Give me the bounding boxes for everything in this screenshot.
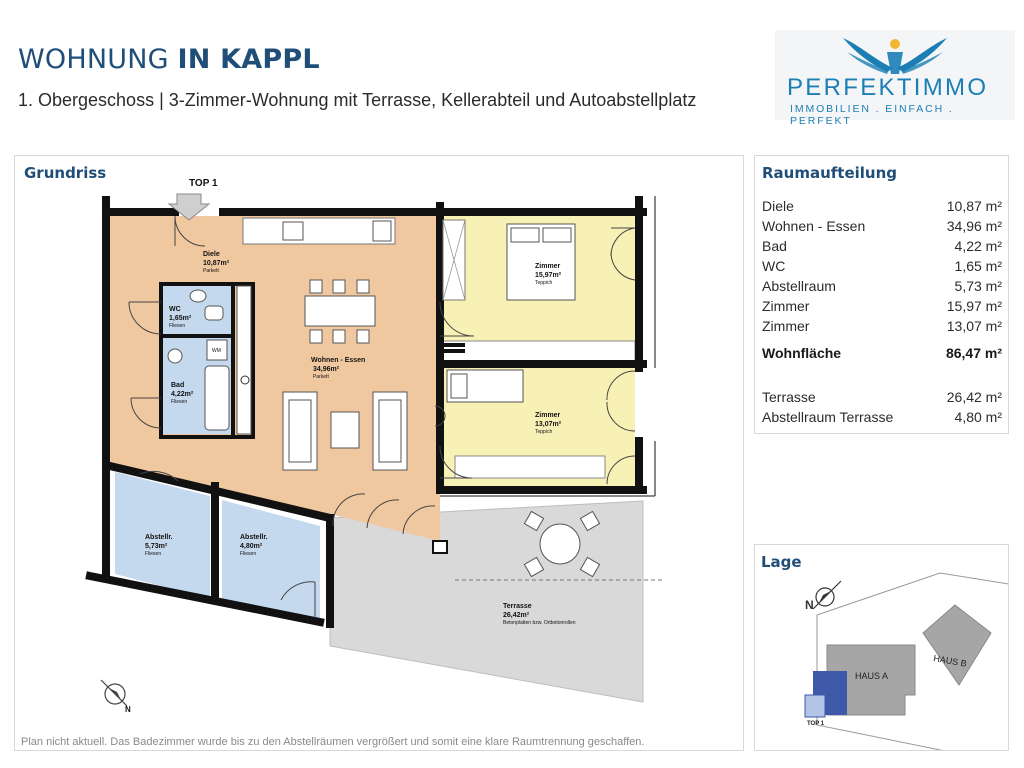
storage-2-floor: Fliesen xyxy=(240,551,256,557)
top1-label: TOP 1 xyxy=(807,721,825,727)
bath-area-label: 4,22m² xyxy=(171,391,194,398)
plan-footnote: Plan nicht aktuell. Das Badezimmer wurde… xyxy=(21,736,645,748)
storage-1-area xyxy=(115,472,210,599)
wc-label: WC xyxy=(169,306,181,313)
logo-name: PERFEKTIMMO xyxy=(787,74,989,101)
diele-label: Diele xyxy=(203,251,220,258)
location-compass-label: N xyxy=(805,598,814,612)
toilet-icon xyxy=(204,305,224,321)
bath-floor: Fliesen xyxy=(171,399,187,405)
terrace-floor: Betonplatten bzw. Ortbetonrollen xyxy=(503,620,576,626)
living-label: Wohnen - Essen xyxy=(311,357,365,364)
living-area-label: 34,96m² xyxy=(313,366,340,373)
title-bold: IN KAPPL xyxy=(177,44,320,75)
wc-area: 1,65m² xyxy=(169,315,192,322)
room-list-title: Raumaufteilung xyxy=(762,164,898,182)
floor-plan-panel: Grundriss xyxy=(14,155,744,751)
location-panel: Lage N HAUS A HAUS B TOP 1 xyxy=(754,544,1009,751)
terrace-area-label: 26,42m² xyxy=(503,612,530,619)
bedroom-1-floor: Teppich xyxy=(535,280,552,286)
dining-table xyxy=(304,295,376,327)
site-map: N HAUS A HAUS B TOP 1 xyxy=(804,572,1008,750)
bedroom-2-area-label: 13,07m² xyxy=(535,421,562,428)
terrace-area xyxy=(329,500,644,703)
bath-label: Bad xyxy=(171,382,184,389)
wc-sink-icon xyxy=(189,289,207,303)
terrace-label: Terrasse xyxy=(503,603,532,610)
storage-2-label: Abstellr. xyxy=(240,534,268,541)
compass-icon xyxy=(100,679,128,707)
bedroom-1-label: Zimmer xyxy=(535,263,561,270)
storage-2-area-label: 4,80m² xyxy=(240,543,263,550)
diele-floor: Parkett xyxy=(203,268,219,274)
stove-icon xyxy=(372,220,392,242)
plan-title: Grundriss xyxy=(24,164,107,182)
coffee-table xyxy=(330,411,360,449)
title-prefix: WOHNUNG xyxy=(18,44,178,75)
wm-label: WM xyxy=(212,348,221,354)
location-title: Lage xyxy=(761,553,802,571)
brand-logo: PERFEKTIMMO IMMOBILIEN . EINFACH . PERFE… xyxy=(775,30,1015,127)
sink-icon xyxy=(282,221,304,241)
logo-tagline: IMMOBILIEN . EINFACH . PERFEKT xyxy=(790,103,954,127)
storage-1-area-label: 5,73m² xyxy=(145,543,168,550)
wc-floor: Fliesen xyxy=(169,323,185,329)
page-title: WOHNUNG IN KAPPL xyxy=(18,44,320,75)
angel-wings-icon xyxy=(843,38,947,74)
entrance-label: TOP 1 xyxy=(189,178,218,189)
storage-2-area xyxy=(222,500,320,619)
bedroom-2-floor: Teppich xyxy=(535,429,552,435)
storage-1-floor: Fliesen xyxy=(145,551,161,557)
bedroom-2-label: Zimmer xyxy=(535,412,561,419)
living-floor: Parkett xyxy=(313,374,329,380)
terrace-table xyxy=(539,523,581,565)
bath-sink-icon xyxy=(167,348,183,364)
kitchen-counter xyxy=(242,217,396,245)
haus-a-label: HAUS A xyxy=(855,671,888,681)
location-compass-icon xyxy=(812,580,842,610)
bedroom-1-area-label: 15,97m² xyxy=(535,272,562,279)
entrance-arrow-icon xyxy=(167,193,211,221)
floor-plan: TOP 1 Diele 10,87m² Parkett WC 1,65m² Fl… xyxy=(85,178,663,714)
compass-label: N xyxy=(125,705,131,714)
washing-machine-icon xyxy=(206,339,228,361)
bathtub-icon xyxy=(204,365,230,431)
haus-b-building xyxy=(922,604,992,686)
storage-1-label: Abstellr. xyxy=(145,534,173,541)
page-subtitle: 1. Obergeschoss | 3-Zimmer-Wohnung mit T… xyxy=(18,90,697,110)
diele-area: 10,87m² xyxy=(203,260,230,267)
